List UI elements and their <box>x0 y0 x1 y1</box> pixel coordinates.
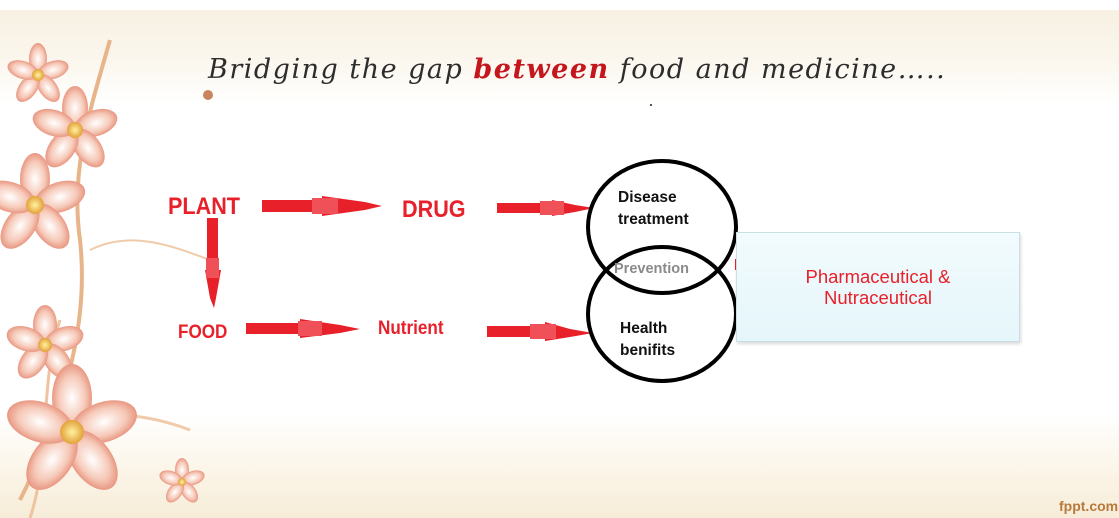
node-plant: PLANT <box>168 193 240 220</box>
title-dot <box>650 104 652 106</box>
box-line2: Nutraceutical <box>824 287 932 308</box>
disease-line2: treatment <box>618 211 689 228</box>
arrow-plant-drug <box>262 196 382 216</box>
disease-treatment-label: Disease treatment <box>618 187 689 231</box>
disease-line1: Disease <box>618 189 677 206</box>
node-food: FOOD <box>178 322 228 343</box>
circle-disease <box>586 159 738 295</box>
arrow-nutrient-health <box>487 322 593 341</box>
arrow-drug-disease <box>497 200 594 216</box>
title-part2: food and medicine….. <box>609 54 947 85</box>
health-line2: benifits <box>620 342 676 359</box>
top-band <box>0 0 1119 10</box>
node-nutrient: Nutrient <box>378 318 444 339</box>
health-benefits-label: Health benifits <box>620 318 675 362</box>
arrow-plant-food <box>205 218 221 308</box>
node-drug: DRUG <box>402 196 466 223</box>
title-part1: Bridging the gap <box>208 54 474 85</box>
footer-brand: fppt.com <box>1059 498 1119 514</box>
pharma-nutra-box: Pharmaceutical & Nutraceutical <box>736 232 1020 342</box>
title-accent: between <box>473 54 610 85</box>
slide-title: Bridging the gap between food and medici… <box>208 54 1088 94</box>
arrow-food-nutrient <box>246 319 360 338</box>
health-line1: Health <box>620 320 668 337</box>
prevention-label: Prevention <box>614 261 689 277</box>
flower-decoration-icon <box>0 39 213 518</box>
box-line1: Pharmaceutical & <box>805 266 951 287</box>
